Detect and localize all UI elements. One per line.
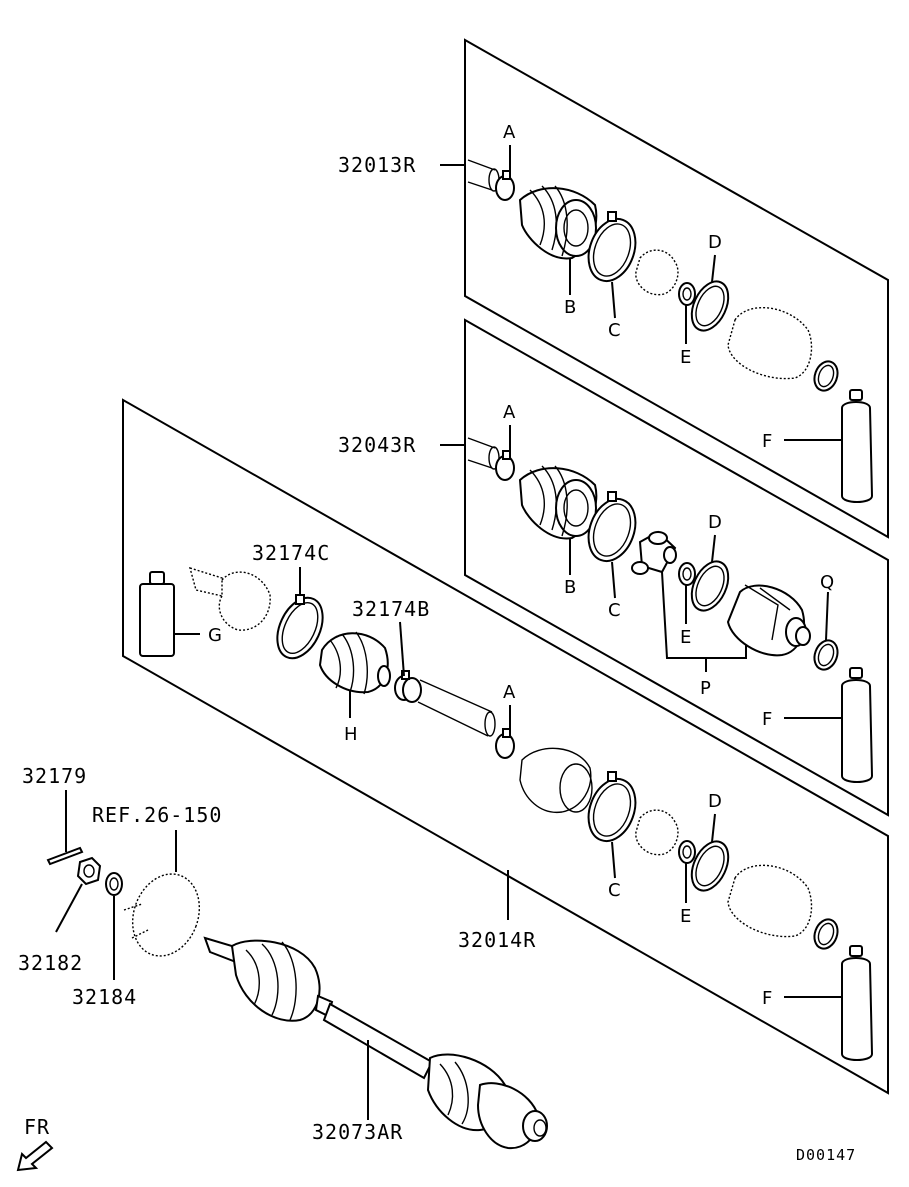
- letter-p: P: [700, 678, 711, 699]
- lower-band-c: [587, 771, 637, 842]
- grease-bottle-middle: [841, 667, 874, 783]
- letter-d-upper: D: [708, 232, 722, 253]
- letter-e-upper: E: [680, 347, 691, 368]
- letter-c-middle: C: [608, 600, 621, 621]
- direction-arrow-icon: [16, 1140, 54, 1172]
- letter-c-lower: C: [608, 880, 621, 901]
- diagram-code: D00147: [796, 1146, 856, 1164]
- letter-d-lower: D: [708, 791, 722, 812]
- lower-band-32174c: [276, 594, 324, 660]
- panel-middle: [464, 318, 889, 817]
- panel-lower: [122, 398, 889, 1095]
- middle-band-c: [587, 491, 637, 562]
- lower-shaft-tube: [417, 679, 496, 737]
- washer: [105, 872, 123, 896]
- letter-a-lower: A: [503, 682, 516, 703]
- middle-snap-ring-e: [678, 562, 696, 586]
- callout-32073ar: 32073AR: [312, 1120, 403, 1144]
- grease-bottle-lower: [841, 945, 874, 1061]
- letter-f-middle: F: [762, 709, 772, 730]
- letter-a-upper: A: [503, 122, 516, 143]
- callout-32179: 32179: [22, 764, 87, 788]
- callout-32174b: 32174B: [352, 597, 430, 621]
- upper-snap-ring-e: [678, 282, 696, 306]
- letter-d-middle: D: [708, 512, 722, 533]
- middle-ring-q: [813, 639, 839, 671]
- middle-joint-housing: [726, 584, 811, 657]
- lower-joint-ghost: [635, 809, 679, 856]
- lower-band-d: [690, 840, 730, 892]
- cotter-pin: [46, 846, 84, 866]
- lower-boot-ghost: [519, 747, 593, 813]
- upper-ring-q: [813, 360, 839, 392]
- upper-band-d: [690, 280, 730, 332]
- letter-e-lower: E: [680, 906, 691, 927]
- letter-b-middle: B: [564, 577, 576, 598]
- callout-ref-hub: REF.26-150: [92, 803, 222, 827]
- middle-tripod-joint: [631, 530, 677, 575]
- lower-housing-ghost: [727, 864, 813, 938]
- grease-container-g: [139, 571, 175, 657]
- lower-band-32174b: [394, 670, 422, 703]
- middle-band-a: [495, 450, 515, 481]
- letter-h: H: [344, 724, 358, 745]
- bracket-p: [661, 571, 747, 672]
- hub-nut: [76, 856, 102, 886]
- letter-c-upper: C: [608, 320, 621, 341]
- callout-32184: 32184: [72, 985, 137, 1009]
- letter-b-upper: B: [564, 297, 576, 318]
- upper-band-c: [587, 211, 637, 282]
- panel-upper: [464, 38, 889, 539]
- letter-a-middle: A: [503, 402, 516, 423]
- upper-shaft-stub: [467, 159, 500, 192]
- direction-label: FR: [24, 1115, 50, 1139]
- callout-32014r: 32014R: [458, 928, 536, 952]
- letter-g: G: [208, 625, 222, 646]
- upper-band-a: [495, 170, 515, 201]
- grease-bottle-upper: [841, 389, 874, 503]
- hub-ghost: [123, 873, 201, 957]
- lower-boot-h: [318, 631, 391, 695]
- lower-ring-q: [813, 918, 839, 950]
- middle-band-d: [690, 560, 730, 612]
- callout-32013r: 32013R: [338, 153, 416, 177]
- letter-f-lower: F: [762, 988, 772, 1009]
- callout-32043r: 32043R: [338, 433, 416, 457]
- direction-indicator: FR: [16, 1115, 54, 1172]
- drive-shaft-assembly: [203, 936, 548, 1150]
- lower-snap-ring-e: [678, 840, 696, 864]
- letter-f-upper: F: [762, 431, 772, 452]
- letter-e-middle: E: [680, 627, 691, 648]
- callout-32174c: 32174C: [252, 541, 330, 565]
- letter-q: Q: [820, 572, 834, 593]
- callout-32182: 32182: [18, 951, 83, 975]
- upper-housing-ghost: [727, 306, 813, 380]
- upper-boot-b: [518, 185, 598, 260]
- leader-lines: [55, 145, 842, 1120]
- lower-shaft-ghost-left: [188, 566, 271, 631]
- middle-shaft-stub: [467, 437, 500, 470]
- lower-band-a: [495, 728, 515, 759]
- middle-boot-b: [518, 465, 598, 540]
- upper-joint-ghost: [635, 249, 679, 296]
